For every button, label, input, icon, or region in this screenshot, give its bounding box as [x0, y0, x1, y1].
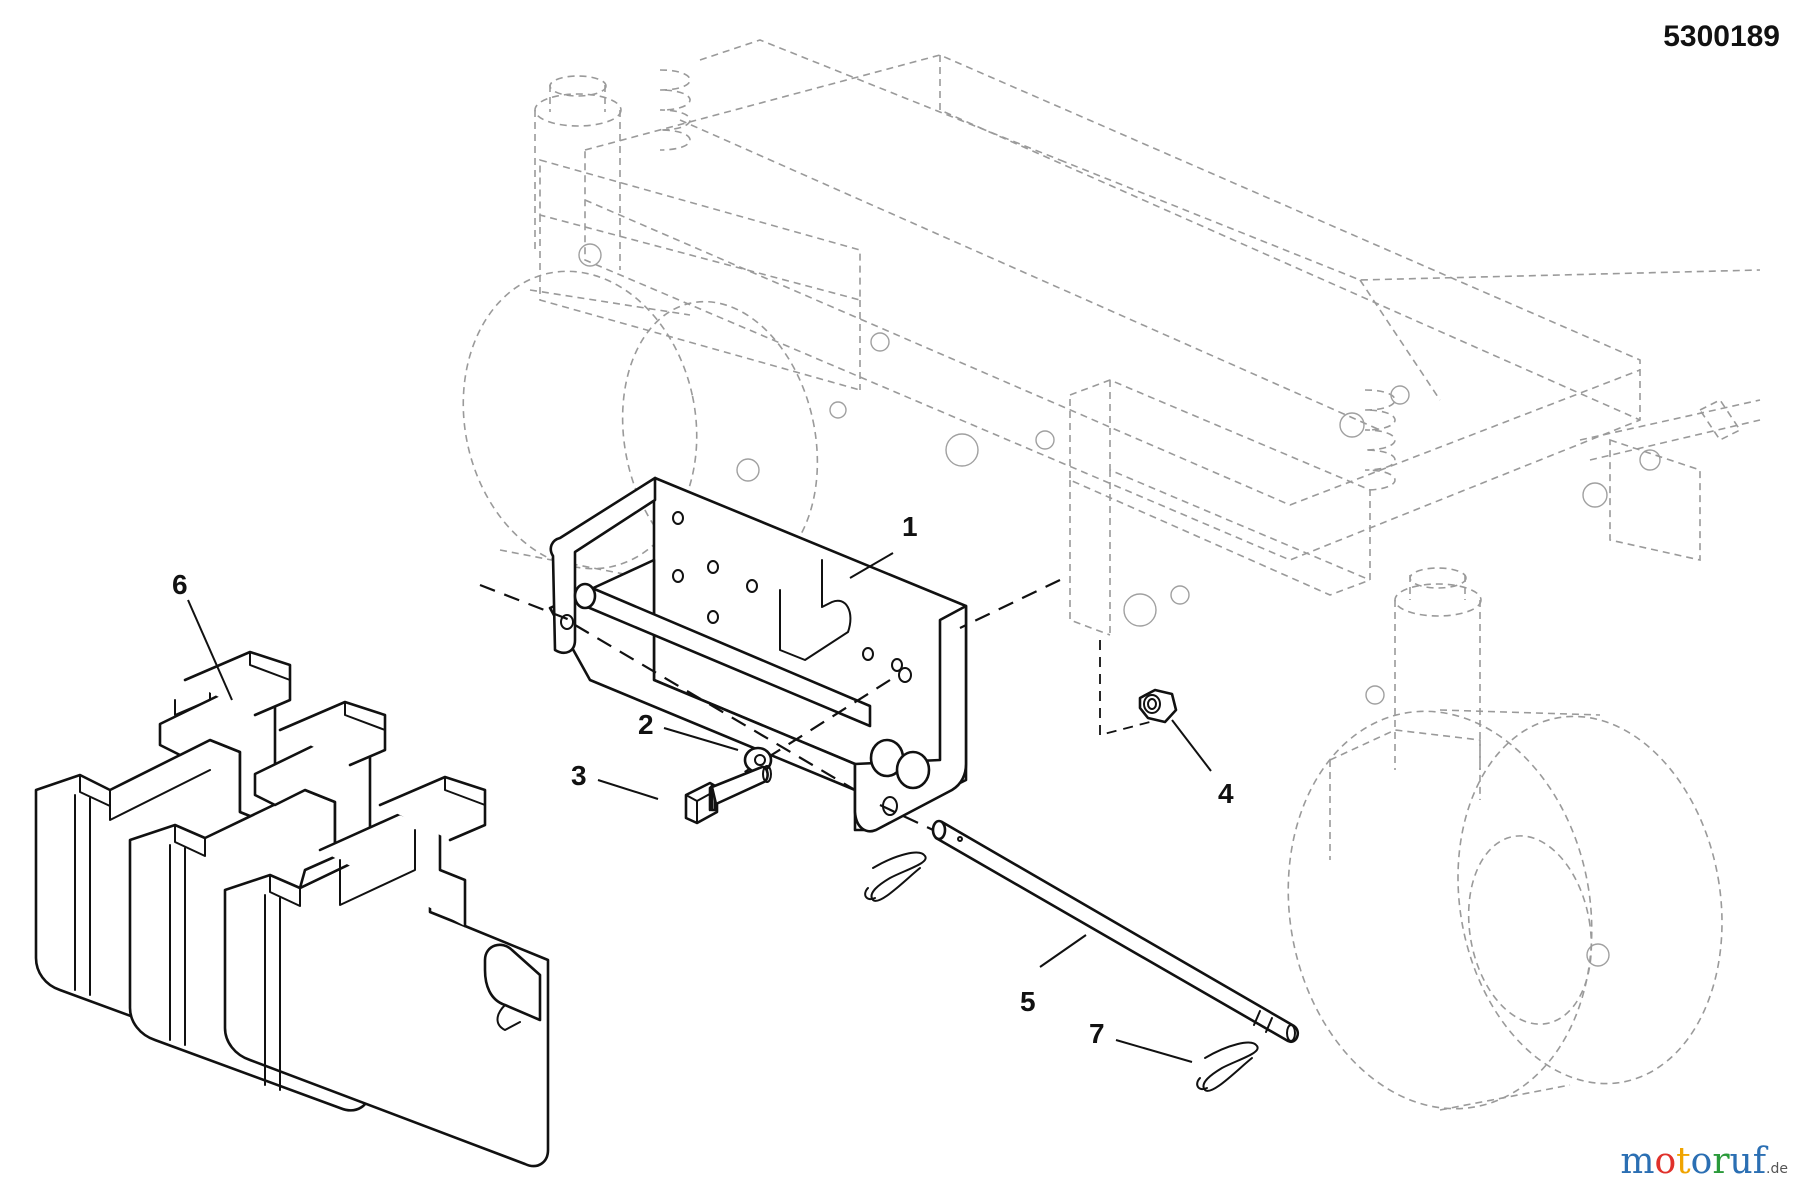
watermark-letter: t	[1676, 1141, 1691, 1182]
watermark-letter: r	[1712, 1141, 1730, 1182]
hex-bolt	[684, 765, 772, 825]
leader-1	[849, 552, 894, 579]
leader-2	[663, 727, 739, 751]
watermark-letter: o	[1654, 1141, 1677, 1182]
drawing-number: 5300189	[1663, 20, 1780, 53]
callout-6: 6	[172, 569, 188, 600]
hex-nut	[1138, 688, 1178, 724]
pin-rod	[931, 819, 1300, 1044]
watermark-letter: o	[1690, 1141, 1713, 1182]
watermark-letter: m	[1620, 1141, 1655, 1182]
leader-5	[1039, 934, 1087, 968]
watermark-letter: uf	[1729, 1141, 1767, 1182]
leader-3	[597, 779, 659, 800]
hairpin-clip-upper	[864, 851, 927, 902]
leader-4	[1171, 719, 1212, 772]
callout-7: 7	[1089, 1018, 1105, 1049]
callout-3: 3	[571, 760, 587, 791]
hairpin-clip-lower	[1196, 1041, 1259, 1092]
leader-7	[1115, 1039, 1193, 1063]
mower-frame-ghost	[462, 39, 1761, 1111]
callout-4: 4	[1218, 778, 1234, 809]
weight-bracket	[548, 476, 968, 833]
site-watermark-logo: motoruf.de	[1620, 1141, 1788, 1182]
leader-6	[187, 599, 233, 701]
callout-labels: 1 2 3 4 5 6 7	[172, 511, 1234, 1049]
callout-leaders	[187, 552, 1212, 1063]
callout-2: 2	[638, 709, 654, 740]
callout-5: 5	[1020, 986, 1036, 1017]
watermark-tld: .de	[1766, 1161, 1788, 1177]
suitcase-weights	[34, 650, 550, 1168]
callout-1: 1	[902, 511, 918, 542]
